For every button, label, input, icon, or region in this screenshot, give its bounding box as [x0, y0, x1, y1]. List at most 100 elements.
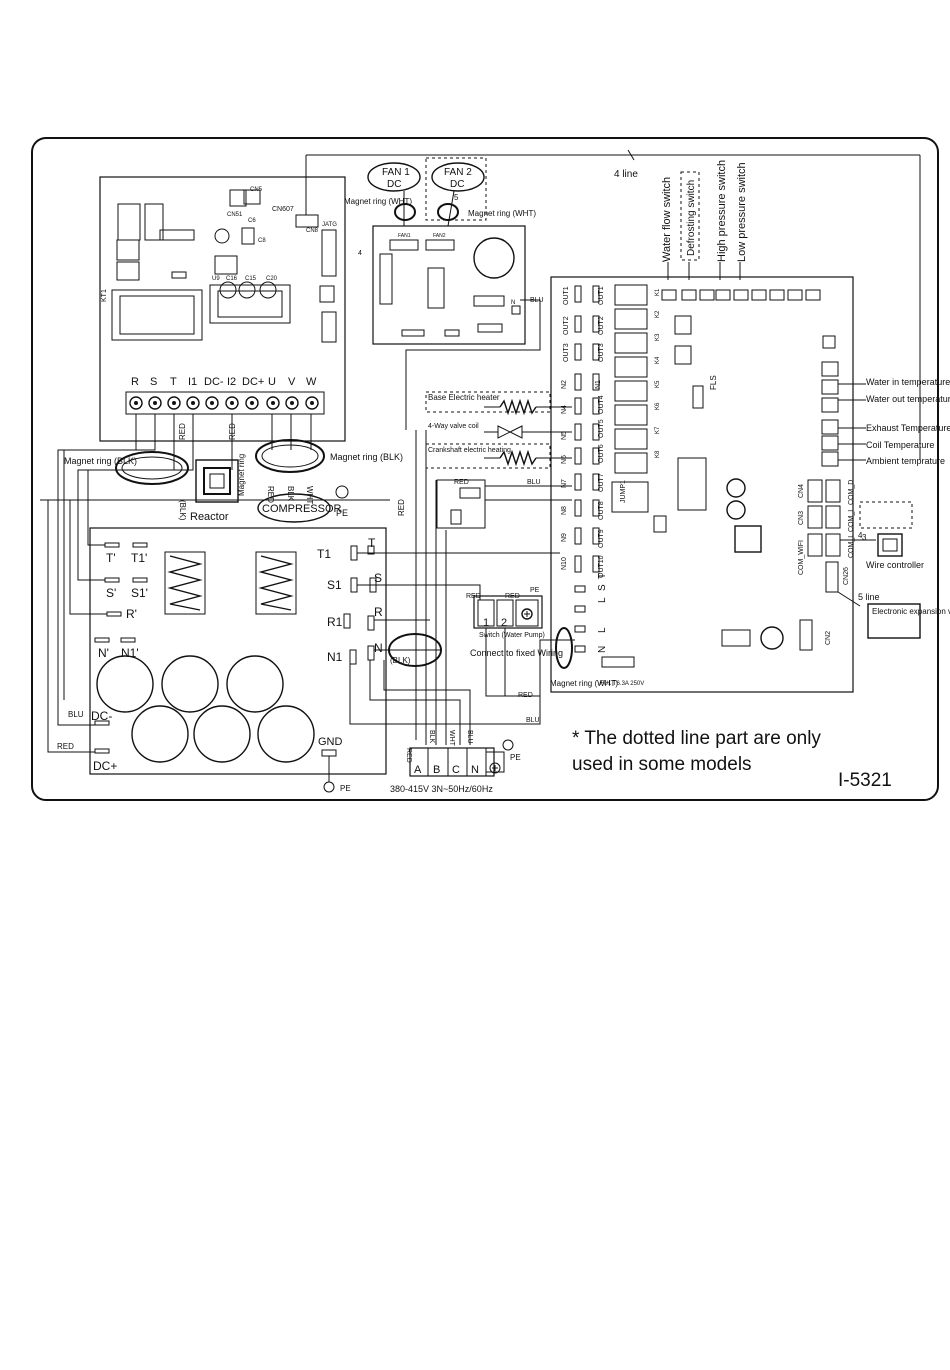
lstn-label: T [597, 573, 608, 579]
bottom-wire-blu: BLU [466, 730, 473, 744]
filter-right-label: S [374, 571, 382, 585]
filter-left-label: R' [126, 607, 137, 621]
compressor-label: COMPRESSOR [262, 503, 342, 515]
filter-left-label: T1' [131, 551, 147, 565]
bottom-wire-red: RED [405, 748, 412, 763]
terminal-label: T [170, 376, 177, 388]
filter-right-label: T [368, 536, 376, 550]
switch-pin-1: 1 [483, 617, 489, 629]
wire-ctrl-4: 4 [858, 531, 863, 540]
gnd-label: GND [318, 736, 343, 748]
c16-label: C16 [226, 276, 238, 282]
gnd-pe: PE [340, 784, 351, 793]
filter-board: T' T1' S' S1' R' N' N1' DC- DC+ T1 T S1 … [89, 527, 387, 793]
filter-right-label: R [374, 605, 383, 619]
terminal-pe: PE [510, 753, 521, 762]
four-way-valve-label: 4-Way valve coil [428, 423, 479, 430]
diagram-code: I-5321 [838, 770, 892, 791]
switch-label: Switch (Water Pump) [479, 632, 545, 639]
base-heater-label: Base Electric heater [428, 393, 500, 402]
crankshaft-label: Crankshaft electric heating [428, 447, 511, 454]
filter-left-label: DC+ [93, 759, 117, 773]
cn4-label: CN4 [798, 484, 805, 498]
k-label: K3 [655, 333, 661, 341]
fan2-label: FAN 2 [444, 167, 472, 178]
u9-label: U9 [212, 276, 220, 282]
k-label: K2 [655, 310, 661, 318]
fan-section: FAN 1 DC FAN 2 DC 5 Magnet ring (WHT) Ma… [344, 157, 544, 345]
lstn-label: L [597, 597, 608, 603]
ambient-temp-label: Ambient temprature [866, 456, 945, 466]
kt1-label: KT1 [101, 289, 108, 302]
center-red: RED [397, 499, 406, 516]
magnet-ring-vertical: Magnet ring [237, 454, 246, 496]
out-label: OUT8 [598, 501, 605, 520]
left-blu: BLU [68, 710, 84, 719]
lstn-labels: L S T L N [597, 573, 608, 653]
fan2-wire-count: 5 [454, 193, 459, 202]
out-label: OUT4 [598, 395, 605, 414]
c15-label: C15 [245, 276, 257, 282]
filter-left-label: S' [106, 586, 116, 600]
com-i-label: COM_I [848, 510, 855, 532]
cn51-label: CN51 [227, 212, 243, 218]
terminal-label: S [150, 376, 157, 388]
out-label: OUT1 [598, 286, 605, 305]
top-connector-row [661, 289, 821, 301]
terminal-label: R [131, 376, 139, 388]
red-wire-label: RED [454, 479, 469, 486]
cn26-label: CN26 [843, 567, 850, 585]
exhaust-temp-label: Exhaust Temperature [866, 423, 950, 433]
fu1-label: FU1 T6.3A 250V [600, 681, 644, 687]
lstn-label: S [597, 584, 608, 591]
water-out-temp-label: Water out temperature [866, 394, 950, 404]
magnet-ring-lower-label: Magnet ring (WHT) [550, 679, 618, 688]
bottom-wire-wht: WHT [448, 730, 455, 747]
inductor-red-1: RED [178, 423, 187, 440]
filter-left-label: S1' [131, 586, 148, 600]
cn8-label: CN8 [306, 228, 319, 234]
terminal-bottom-label: N [471, 764, 479, 776]
comp-wire-red: RED [266, 486, 275, 503]
four-line-label: 4 line [614, 169, 638, 180]
inverter-board: KT1 CN51 CN5 C6 C8 U9 C16 C15 C20 CN607 … [99, 176, 346, 442]
k-label: K5 [655, 380, 661, 388]
note-line-1: * The dotted line part are only [572, 728, 821, 749]
switch-pin-2: 2 [501, 617, 507, 629]
filter-right-label: S1 [327, 578, 342, 592]
out-label: OUT10 [598, 555, 605, 578]
filter-left-label: T' [106, 551, 116, 565]
c20-label: C20 [266, 276, 278, 282]
out-label: OUT7 [598, 473, 605, 492]
blu-wire-label: BLU [527, 479, 541, 486]
n-label: N2 [561, 380, 568, 389]
switch-red-2: RED [505, 593, 520, 600]
filter-right-label: R1 [327, 615, 343, 629]
terminal-label: W [306, 376, 317, 388]
c6-label: C6 [248, 218, 256, 224]
cn2-label: CN2 [825, 631, 832, 645]
fan-line-count: 4 [358, 250, 362, 257]
magnet-ring-blk-left-label: Magnet ring (BLK) [64, 456, 137, 466]
coil-temp-label: Coil Temperature [866, 440, 934, 450]
terminal-label: DC+ [242, 376, 264, 388]
terminal-bottom-label: C [452, 764, 460, 776]
fan1-connector: FAN1 [398, 233, 411, 239]
magnet-ring-blk-right-label: Magnet ring (BLK) [330, 452, 403, 462]
k-label: K6 [655, 402, 661, 410]
power-spec-label: 380-415V 3N~50Hz/60Hz [390, 784, 493, 794]
board-pins [574, 285, 600, 653]
bottom-wire-blk: BLK [428, 730, 435, 744]
terminal-label: DC- [204, 376, 224, 388]
filter-right-label: N1 [327, 650, 343, 664]
water-flow-switch-label: Water flow switch [661, 177, 673, 262]
fan1-label: FAN 1 [382, 167, 410, 178]
terminal-bottom-label: B [433, 764, 440, 776]
out-label-left: OUT3 [563, 343, 570, 362]
jatg-label: JATG [322, 222, 337, 228]
k-label: K8 [655, 450, 661, 458]
low-pressure-switch-label: Low pressure switch [736, 162, 748, 262]
n-label: N7 [561, 479, 568, 488]
filter-right-label: T1 [317, 547, 331, 561]
